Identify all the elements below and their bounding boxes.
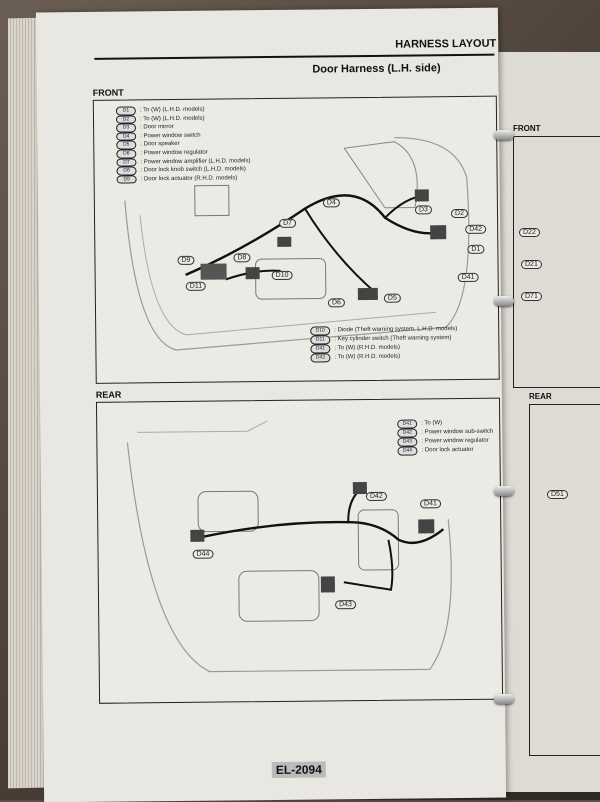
rear-section-label: REAR — [95, 389, 122, 400]
callout-d6: D6 — [327, 298, 345, 308]
page-subtitle: Door Harness (L.H. side) — [312, 62, 441, 76]
callout-d2: D2 — [450, 208, 469, 219]
callout-d1: D1 — [467, 244, 485, 254]
connector-code: D41 — [310, 344, 331, 354]
page-number: EL-2094 — [271, 761, 326, 779]
page-header-title: HARNESS LAYOUT — [395, 37, 497, 51]
callout-d41-rear: D41 — [419, 499, 441, 509]
right-facing-page: FRONT D22 D21 D71 REAR D51 — [498, 52, 600, 792]
callout-d4: D4 — [322, 198, 340, 208]
connector-code: D10 — [310, 326, 331, 336]
right-rear-diagram-frame — [529, 404, 600, 756]
callout-d11: D11 — [185, 281, 207, 291]
right-callout-d22: D22 — [519, 228, 540, 237]
binder-ring — [494, 486, 514, 496]
callout-d42: D42 — [465, 224, 487, 234]
callout-d43-rear: D43 — [335, 600, 356, 610]
right-callout-d71: D71 — [521, 292, 542, 301]
right-front-label: FRONT — [513, 124, 541, 133]
binder-ring — [494, 694, 514, 704]
rear-door-drawing — [126, 420, 452, 673]
connector-code: D11 — [310, 335, 331, 345]
callout-d3: D3 — [414, 205, 432, 215]
front-legend-secondary: D10: Diode (Theft warning system, L.H.D.… — [310, 325, 457, 363]
callout-d7: D7 — [279, 218, 297, 228]
right-callout-d51: D51 — [547, 490, 568, 499]
front-diagram-frame: D1: To (W) (L.H.D. models) D2: To (W) (L… — [92, 95, 500, 384]
callout-d10: D10 — [271, 270, 293, 280]
binder-ring — [494, 296, 514, 306]
right-front-diagram-frame — [513, 136, 600, 388]
legend-text: : To (W) (R.H.D. models) — [334, 353, 401, 361]
connector-code: D42 — [310, 353, 331, 363]
header-rule — [94, 53, 495, 60]
front-section-label: FRONT — [92, 87, 124, 98]
binder-ring — [494, 130, 514, 140]
callout-d5: D5 — [383, 293, 401, 303]
callout-d42-rear: D42 — [365, 491, 387, 502]
right-callout-d21: D21 — [521, 260, 542, 269]
callout-d8: D8 — [233, 253, 251, 263]
right-rear-label: REAR — [529, 392, 552, 401]
callout-d41: D41 — [457, 272, 479, 283]
legend-row: D42: To (W) (R.H.D. models) — [310, 352, 457, 363]
callout-d44-rear: D44 — [192, 549, 214, 559]
manual-page: HARNESS LAYOUT Door Harness (L.H. side) … — [35, 7, 507, 802]
rear-diagram-frame: D41: To (W) D42: Power window sub-switch… — [95, 397, 504, 704]
front-door-drawing — [124, 137, 470, 351]
callout-d9: D9 — [177, 255, 195, 265]
